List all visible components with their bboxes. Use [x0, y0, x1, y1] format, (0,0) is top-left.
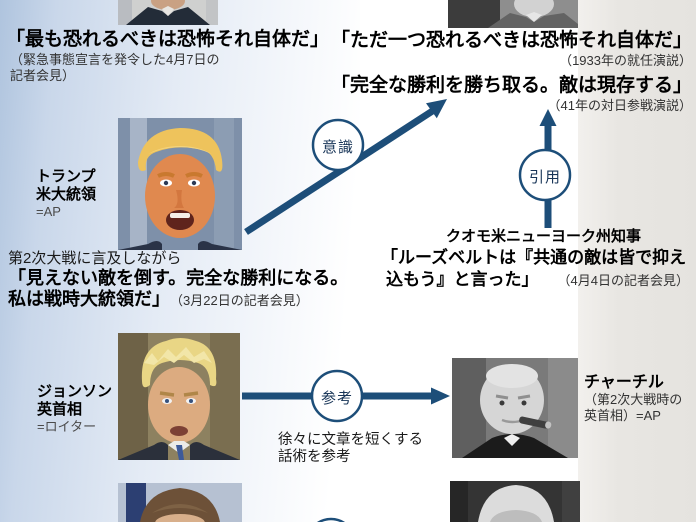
roosevelt-attribution2: （41年の対日参戦演説）	[547, 98, 692, 113]
churchill-photo-image	[452, 358, 578, 458]
trump-attribution: （3月22日の記者会見）	[170, 293, 309, 308]
trump-name-line2: 米大統領	[36, 186, 97, 203]
right-gray-panel-background	[578, 0, 696, 522]
trump-name-label: トランプ 米大統領 =AP	[36, 168, 96, 220]
inyo-circle	[518, 148, 572, 202]
inyo-connector-label: 引用	[528, 169, 561, 186]
sanko-note-line2: 話術を参考	[278, 449, 351, 465]
trump-quote-line2: 私は戦時大統領だ」	[8, 289, 170, 310]
johnson-name-label: ジョンソン 英首相 =ロイター	[37, 383, 112, 435]
johnson-photo-credit: =ロイター	[37, 419, 97, 434]
johnson-photo-image	[118, 333, 240, 460]
ishiki-arrowhead-icon	[426, 99, 447, 119]
johnson-photo	[118, 333, 240, 460]
abe-photo	[118, 0, 218, 25]
cuomo-attribution: （4月4日の記者会見）	[557, 273, 689, 288]
abe-attribution-line2: 記者会見）	[10, 68, 76, 83]
sanko-connector-label: 参考	[320, 390, 353, 407]
macron-photo	[118, 483, 242, 522]
roosevelt-quote-block: 「ただ一つ恐れるべきは恐怖それ自体だ」 （1933年の就任演説） 「完全な勝利を…	[331, 29, 692, 114]
roosevelt-photo	[448, 0, 578, 28]
cuomo-quote-line2: 込もう』と言った」	[386, 270, 539, 290]
trump-quote-line1: 「見えない敵を倒す。完全な勝利になる。	[8, 268, 349, 289]
trump-lead-text: 第2次大戦に言及しながら	[8, 250, 182, 267]
sanko-circle	[310, 369, 364, 423]
churchill-name: チャーチル	[584, 374, 664, 391]
churchill-desc-line1: （第2次大戦時の	[584, 392, 683, 407]
johnson-name-line1: ジョンソン	[37, 383, 113, 400]
churchill-name-label: チャーチル （第2次大戦時の 英首相）=AP	[584, 374, 682, 424]
degaulle-photo	[450, 481, 580, 522]
cuomo-quote-row2: 込もう』と言った」 （4月4日の記者会見）	[386, 270, 689, 291]
macron-photo-image	[118, 483, 242, 522]
inyo-arrowhead-icon	[539, 109, 557, 126]
bottom-partial-circle	[316, 517, 346, 522]
ishiki-connector-label: 意識	[321, 139, 354, 156]
roosevelt-quote1: 「ただ一つ恐れるべきは恐怖それ自体だ」	[330, 29, 692, 51]
abe-photo-image	[118, 0, 218, 25]
roosevelt-quote2: 「完全な勝利を勝ち取る。敵は現存する」	[330, 74, 692, 96]
johnson-name-line2: 英首相	[37, 401, 83, 418]
cuomo-name: クオモ米ニューヨーク州知事	[446, 228, 642, 245]
trump-quote-block: 第2次大戦に言及しながら 「見えない敵を倒す。完全な勝利になる。 私は戦時大統領…	[8, 249, 348, 310]
abe-quote: 「最も恐れるべきは恐怖それ自体だ」	[6, 28, 330, 50]
roosevelt-attribution1: （1933年の就任演説）	[559, 53, 692, 68]
churchill-photo	[452, 358, 578, 458]
ishiki-circle	[311, 118, 365, 172]
trump-photo	[118, 118, 242, 250]
trump-photo-image	[118, 118, 242, 250]
trump-photo-credit: =AP	[36, 204, 61, 219]
abe-attribution-line1: （緊急事態宣言を発令した4月7日の	[10, 52, 220, 67]
trump-name-line1: トランプ	[36, 168, 96, 185]
cuomo-quote-line1: 「ルーズベルトは『共通の敵は皆で抑え	[381, 248, 687, 268]
degaulle-photo-image	[450, 481, 580, 522]
sanko-note-line1: 徐々に文章を短くする	[278, 432, 423, 448]
churchill-desc-line2: 英首相）=AP	[584, 408, 661, 423]
roosevelt-photo-image	[448, 0, 578, 28]
sanko-note: 徐々に文章を短くする 話術を参考	[278, 432, 423, 466]
sanko-arrowhead-icon	[431, 387, 450, 405]
